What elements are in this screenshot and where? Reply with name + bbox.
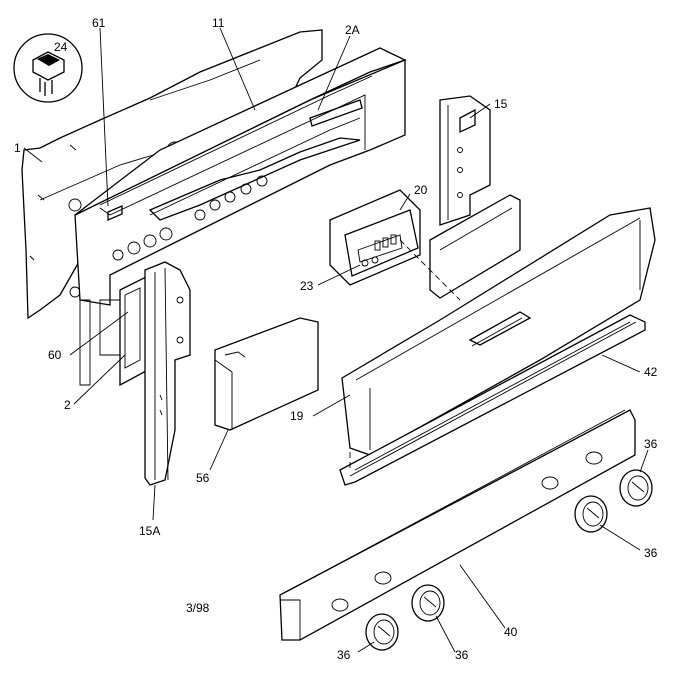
part-36-knob-2 [411, 584, 445, 622]
callout-15: 15 [494, 97, 508, 111]
callout-2: 2 [64, 398, 71, 412]
callout-23: 23 [300, 279, 314, 293]
part-2-side-bracket [119, 274, 149, 387]
callout-2a: 2A [345, 23, 360, 37]
callout-15a: 15A [139, 524, 160, 538]
date-code: 3/98 [186, 601, 210, 615]
callout-61: 61 [92, 16, 106, 30]
callout-1: 1 [14, 141, 21, 155]
callout-40: 40 [504, 625, 518, 639]
callout-36-bottom-left: 36 [337, 648, 351, 662]
part-40-knob-plate [279, 409, 636, 641]
right-panel [429, 194, 521, 299]
callout-36-top: 36 [644, 437, 658, 451]
part-15a-left-bracket [144, 261, 191, 486]
callout-20: 20 [414, 183, 428, 197]
part-20-timer-module [329, 189, 421, 286]
part-11-main-housing [74, 47, 407, 386]
part-19-control-panel [341, 207, 656, 456]
callout-60: 60 [48, 348, 62, 362]
leader-lines [23, 27, 649, 653]
callout-labels: 1 24 61 11 2A 15 20 23 60 2 19 42 56 15A… [14, 16, 658, 662]
part-36-knob-4 [619, 469, 653, 507]
callout-36-bottom-mid: 36 [455, 648, 469, 662]
callout-36-right: 36 [644, 546, 658, 560]
part-24-switch-inset [13, 33, 83, 103]
callout-24: 24 [54, 40, 68, 54]
callout-42: 42 [644, 365, 658, 379]
part-56-lower-panel [214, 317, 319, 431]
callout-56: 56 [196, 471, 210, 485]
part-36-knob-1 [365, 613, 399, 651]
callout-11: 11 [212, 16, 225, 30]
part-15-right-bracket [439, 95, 491, 226]
callout-19: 19 [290, 409, 304, 423]
part-42-trim-strip [339, 314, 646, 486]
part-36-knob-3 [574, 495, 608, 533]
